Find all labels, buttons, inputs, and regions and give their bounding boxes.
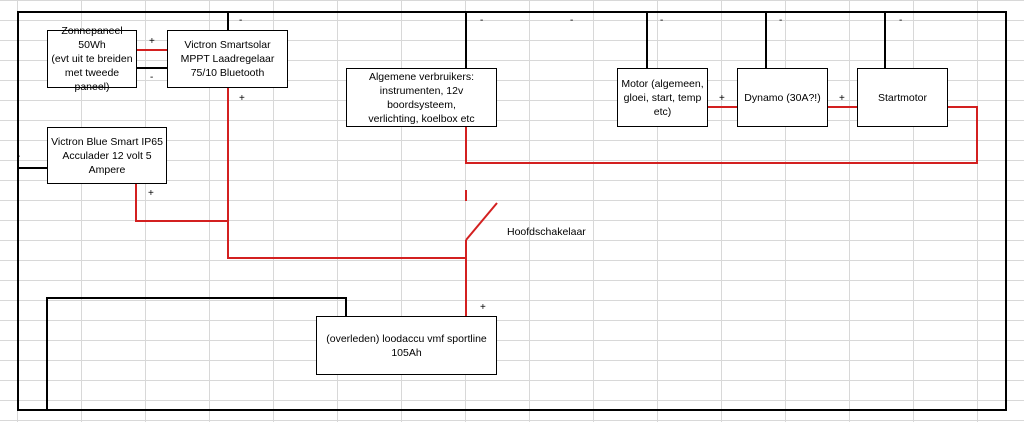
controller-positive-wire bbox=[227, 88, 466, 259]
minus-label-solar-out: - bbox=[150, 72, 154, 83]
ground-frame bbox=[17, 11, 1007, 411]
charger-box: Victron Blue Smart IP65 Acculader 12 vol… bbox=[47, 127, 167, 184]
main-switch-label: Hoofdschakelaar bbox=[507, 226, 586, 238]
charger-positive-wire bbox=[135, 183, 228, 222]
dynamo-box: Dynamo (30A?!) bbox=[737, 68, 828, 127]
ground-wire-battery bbox=[46, 297, 347, 410]
minus-label-consumers: - bbox=[480, 15, 484, 26]
plus-label-controller: + bbox=[239, 93, 245, 104]
battery-box: (overleden) loodaccu vmf sportline 105Ah bbox=[316, 316, 497, 375]
plus-label-charger: + bbox=[148, 188, 154, 199]
minus-label-top-1: - bbox=[570, 15, 574, 26]
minus-label-charger: - bbox=[17, 151, 21, 162]
plus-label-dynamo-starter: + bbox=[839, 93, 845, 104]
main-switch-blade bbox=[465, 202, 498, 241]
minus-label-controller: - bbox=[239, 15, 243, 26]
motor-box: Motor (algemeen, gloei, start, temp etc) bbox=[617, 68, 708, 127]
starter-motor-box: Startmotor bbox=[857, 68, 948, 127]
minus-label-starter: - bbox=[899, 15, 903, 26]
solar-panel-box: Zonnepaneel 50Wh (evt uit te breiden met… bbox=[47, 25, 137, 93]
minus-label-dynamo: - bbox=[779, 15, 783, 26]
minus-label-motor: - bbox=[660, 15, 664, 26]
consumers-box: Algemene verbruikers: instrumenten, 12v … bbox=[346, 68, 497, 127]
plus-label-motor-dynamo: + bbox=[719, 93, 725, 104]
consumer-bus bbox=[465, 106, 978, 164]
plus-label-solar-out: + bbox=[149, 36, 155, 47]
plus-label-battery: + bbox=[480, 302, 486, 313]
charge-controller-box: Victron Smartsolar MPPT Laadregelaar 75/… bbox=[167, 30, 288, 88]
